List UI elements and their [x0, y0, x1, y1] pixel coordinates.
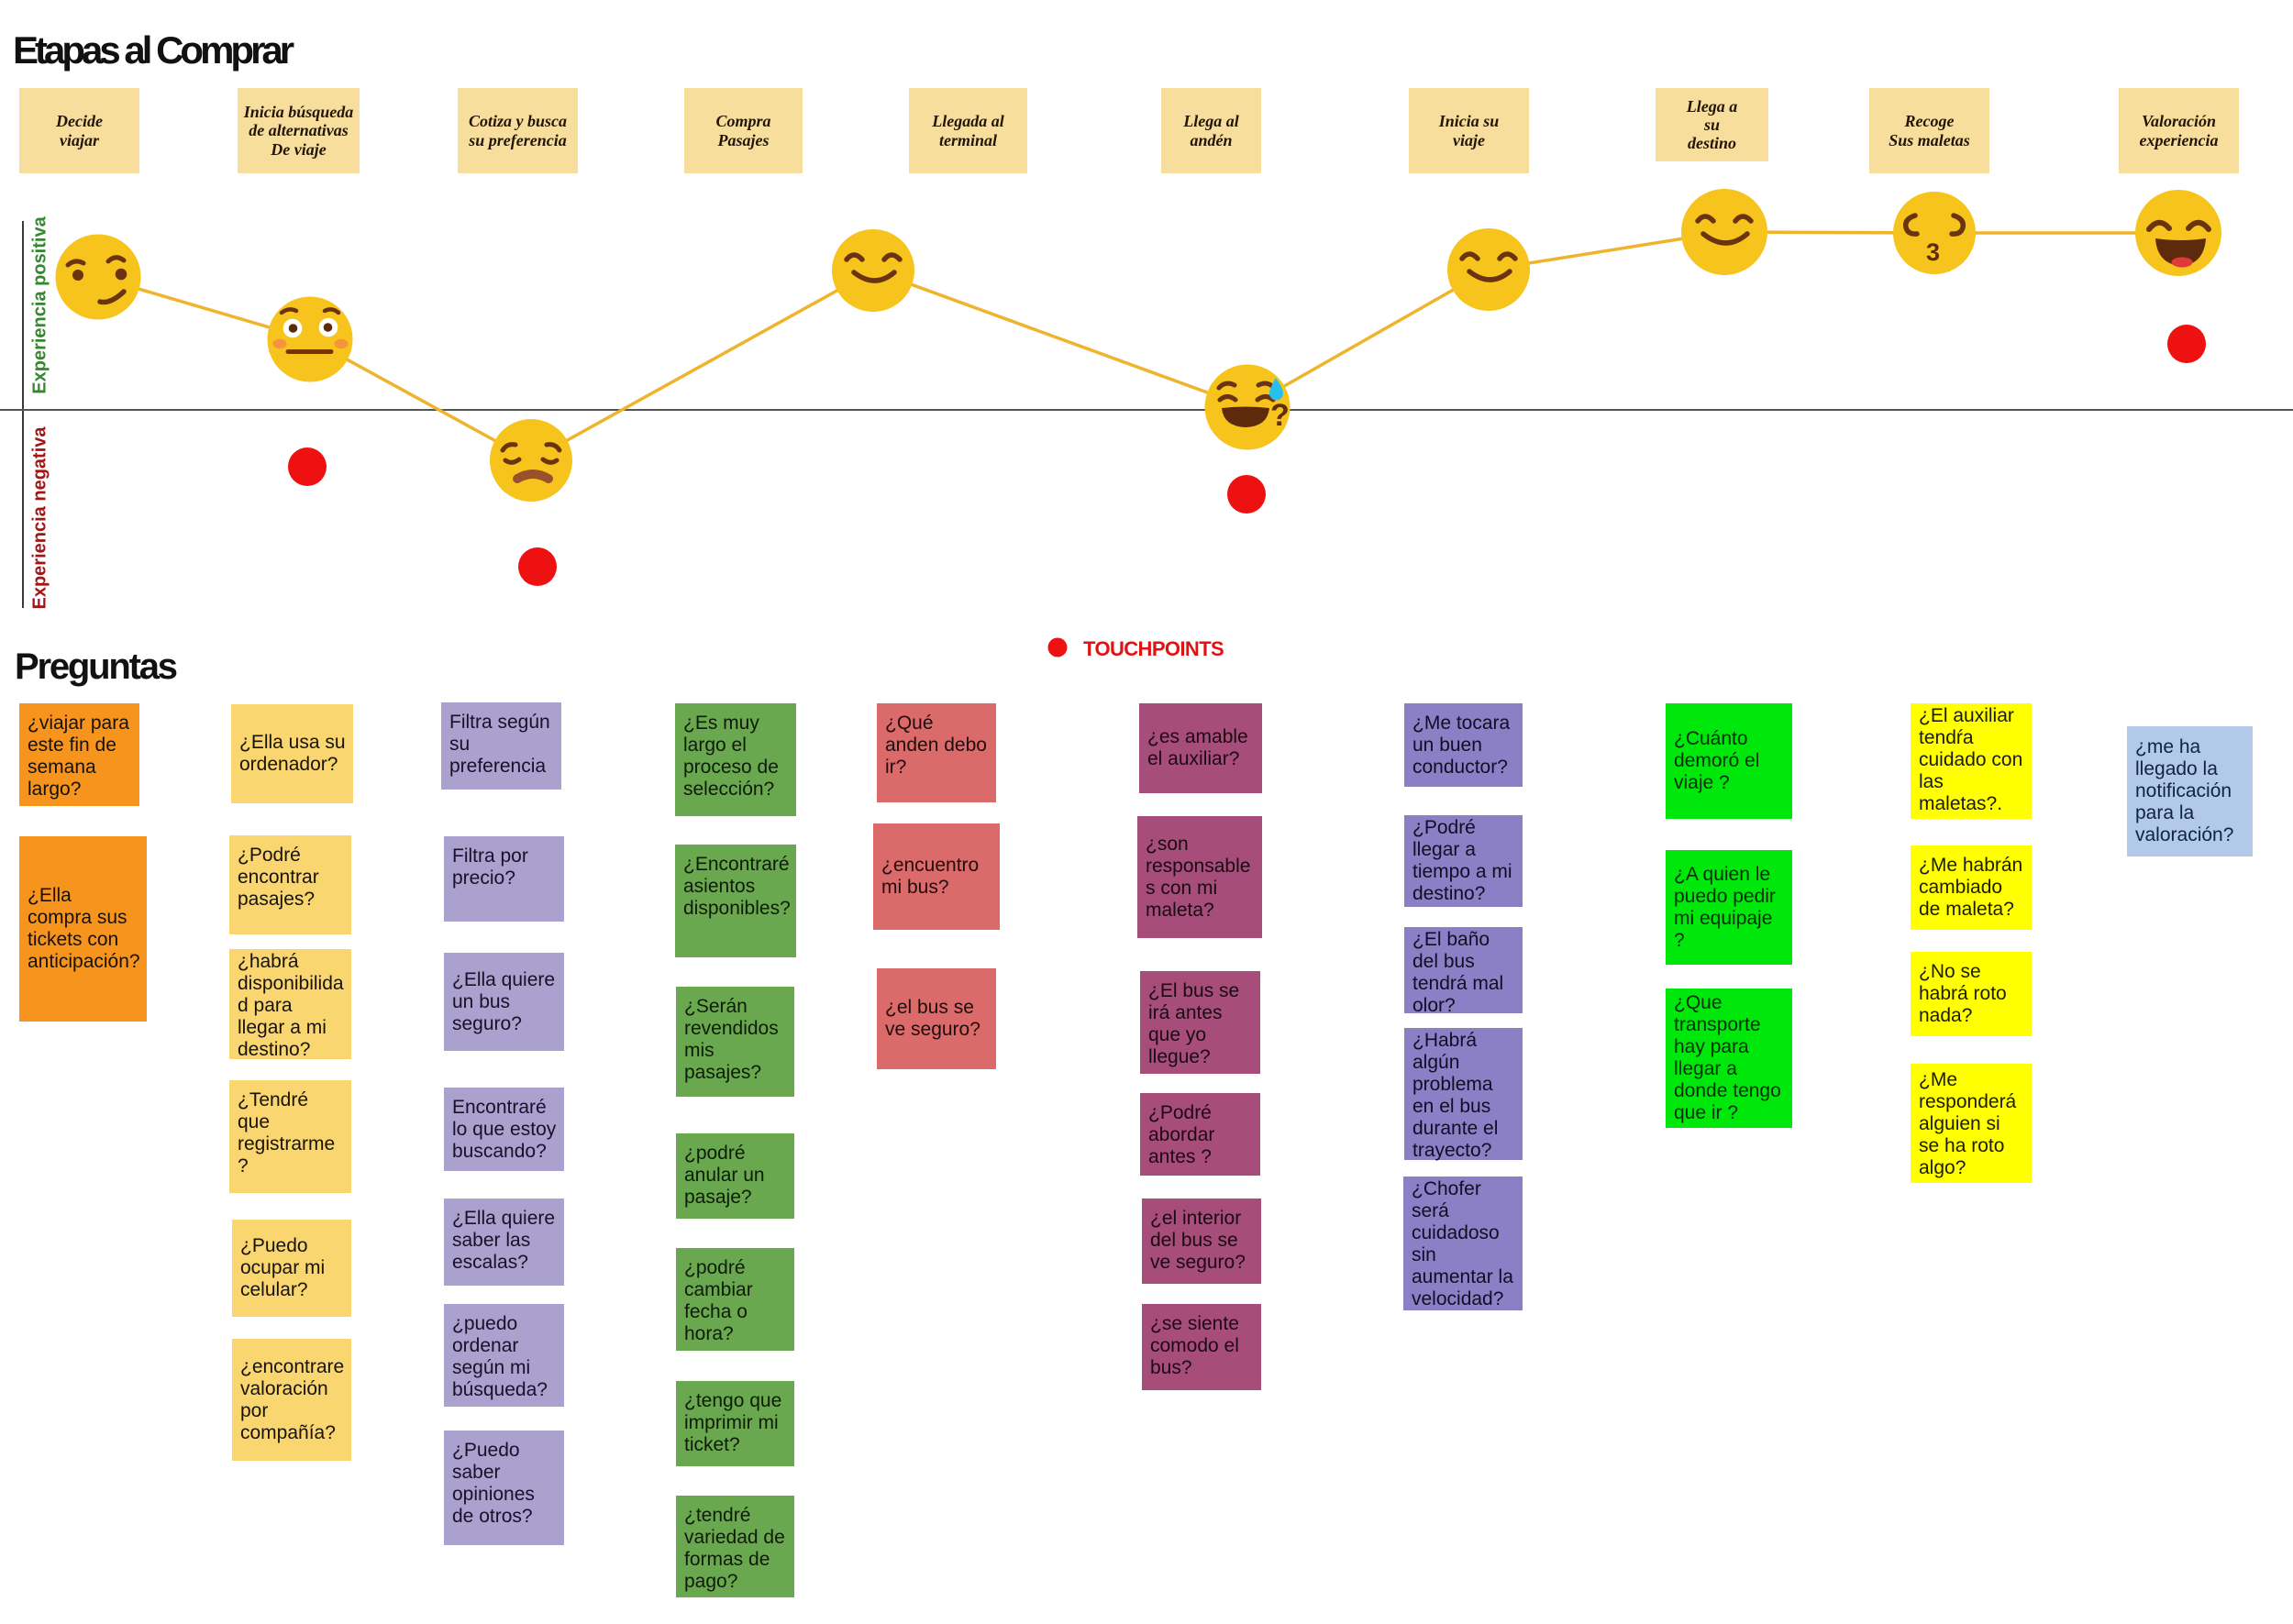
svg-text:3: 3: [1926, 238, 1940, 266]
svg-text:?: ?: [1270, 398, 1290, 433]
